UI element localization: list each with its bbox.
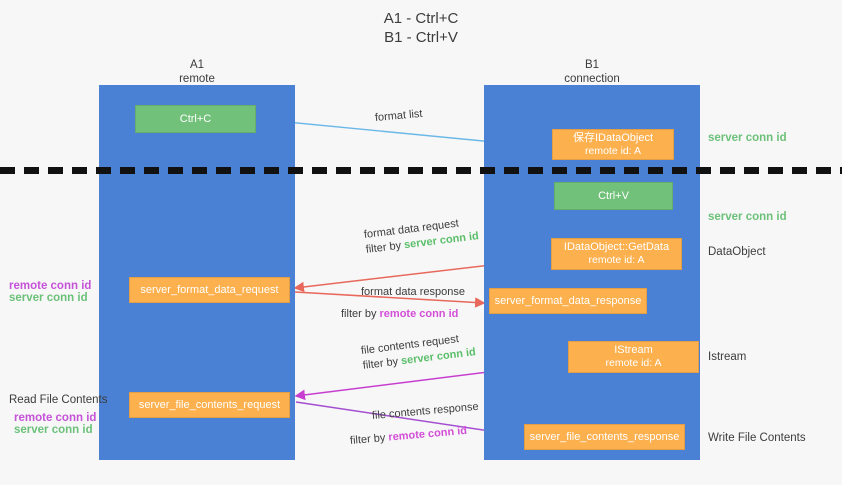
label-server-conn-id-top: server conn id bbox=[708, 132, 787, 144]
box-server-format-data-request[interactable]: server_format_data_request bbox=[129, 277, 290, 303]
lane-b1-name: B1 bbox=[584, 59, 600, 71]
box-getdata[interactable]: IDataObject::GetData remote id: A bbox=[551, 238, 682, 270]
label-remote-conn-id-2: remote conn id bbox=[14, 412, 97, 424]
box-istream-remote-id: remote id: A bbox=[605, 357, 662, 369]
lane-a1-sub: remote bbox=[179, 73, 215, 85]
lane-a1-name: A1 bbox=[189, 59, 205, 71]
label-read-file-contents: Read File Contents bbox=[9, 394, 108, 406]
box-server-format-data-response-label: server_format_data_response bbox=[494, 294, 642, 307]
arrow-format-data-response bbox=[294, 291, 486, 308]
page-title: A1 - Ctrl+C B1 - Ctrl+V bbox=[0, 9, 842, 47]
annotation-fdr-prefix: filter by bbox=[365, 239, 405, 256]
box-ctrl-c-label: Ctrl+C bbox=[179, 112, 212, 125]
title-line-1: A1 - Ctrl+C bbox=[383, 10, 459, 27]
lane-a1-header: A1 remote bbox=[137, 58, 257, 86]
box-ctrl-v[interactable]: Ctrl+V bbox=[554, 182, 673, 210]
box-server-file-contents-request[interactable]: server_file_contents_request bbox=[129, 392, 290, 418]
box-idataobject-remote-id: remote id: A bbox=[584, 144, 642, 157]
box-server-file-contents-response-label: server_file_contents_response bbox=[529, 430, 680, 443]
title-line-2: B1 - Ctrl+V bbox=[384, 29, 458, 46]
annotation-format-list-text: format list bbox=[374, 107, 423, 124]
label-dataobject: DataObject bbox=[708, 246, 766, 258]
annotation-format-data-response: format data response filter by remote co… bbox=[341, 285, 465, 322]
box-getdata-remote-id: remote id: A bbox=[588, 254, 645, 266]
box-ctrl-v-label: Ctrl+V bbox=[598, 189, 629, 202]
box-server-format-data-request-label: server_format_data_request bbox=[140, 283, 279, 296]
box-server-file-contents-request-label: server_file_contents_request bbox=[138, 398, 281, 411]
annotation-fcr-prefix: filter by bbox=[362, 355, 402, 372]
label-server-conn-id-1: server conn id bbox=[9, 292, 88, 304]
annotation-fdresp-line2: filter by remote conn id bbox=[341, 307, 465, 322]
box-idataobject[interactable]: 保存IDataObject remote id: A bbox=[552, 129, 674, 160]
annotation-fcresp-prefix: filter by bbox=[349, 431, 389, 448]
annotation-fdresp-value: remote conn id bbox=[379, 308, 459, 320]
label-server-conn-id-mid: server conn id bbox=[708, 211, 787, 223]
box-istream[interactable]: IStream remote id: A bbox=[568, 341, 699, 373]
annotation-fdresp-prefix: filter by bbox=[341, 308, 380, 320]
label-server-conn-id-2: server conn id bbox=[14, 424, 93, 436]
annotation-fdresp-line1: format data response bbox=[361, 286, 465, 298]
box-istream-label: IStream bbox=[614, 344, 653, 356]
box-server-file-contents-response[interactable]: server_file_contents_response bbox=[524, 424, 685, 450]
label-remote-conn-id-1: remote conn id bbox=[9, 280, 92, 292]
box-server-format-data-response[interactable]: server_format_data_response bbox=[489, 288, 647, 314]
box-getdata-label: IDataObject::GetData bbox=[563, 241, 670, 253]
box-idataobject-label: 保存IDataObject bbox=[572, 131, 654, 144]
label-istream: Istream bbox=[708, 351, 747, 363]
label-write-file-contents: Write File Contents bbox=[708, 432, 806, 444]
box-ctrl-c[interactable]: Ctrl+C bbox=[135, 105, 256, 133]
lane-b1-sub: connection bbox=[564, 73, 620, 85]
phase-separator-dashed-line bbox=[0, 167, 842, 174]
lane-b1-header: B1 connection bbox=[532, 58, 652, 86]
